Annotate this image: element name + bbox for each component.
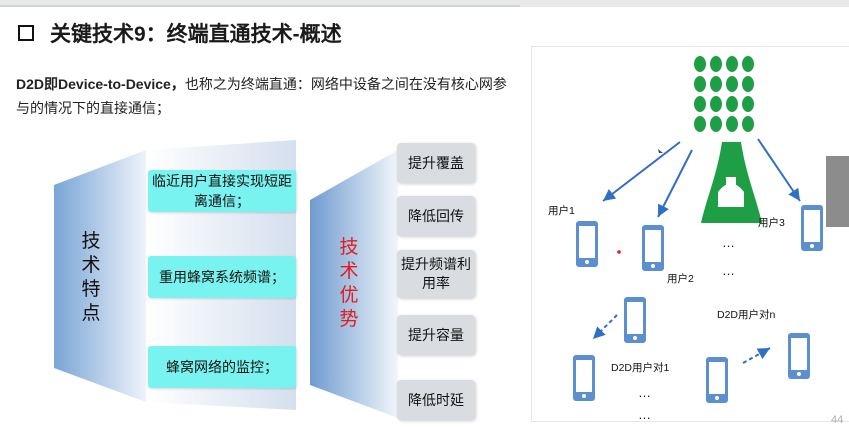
slide-title-text: 关键技术9：终端直通技术-概述: [50, 23, 342, 46]
tower-icon: [694, 56, 762, 223]
advantage-item: 提升容量: [397, 315, 475, 355]
page-number: 44: [831, 414, 844, 426]
pairn-label: D2D用户对n: [717, 309, 776, 321]
side-scroll-handle[interactable]: [826, 156, 849, 227]
advantages-label: 技术优势: [339, 237, 359, 330]
phone-icon: [576, 221, 598, 267]
intro-text: 也称之为终端直通：网络中设备之间在没有核心网参与的情况下的直接通信；: [16, 76, 507, 116]
user2-label: 用户2: [667, 273, 694, 285]
slide-title: 关键技术9：终端直通技术-概述: [18, 18, 342, 48]
phone-icon: [624, 297, 646, 343]
advantage-item: 提升覆盖: [397, 143, 475, 183]
user3-label: 用户3: [758, 217, 785, 229]
advantage-item: 提升频谱利用率: [397, 250, 475, 298]
cursor-icon: [658, 149, 663, 153]
ellipsis: …: [722, 235, 736, 250]
intro-bold: D2D即Device-to-Device，: [16, 76, 185, 92]
features-label: 技术特点: [81, 231, 101, 324]
phone-icon: [573, 355, 595, 401]
phone-icon: [788, 333, 810, 379]
d2d-arrow: [592, 314, 618, 340]
link-arrow: [757, 138, 801, 202]
top-bar-line: [0, 5, 520, 7]
marker-dot: [617, 250, 621, 254]
ellipsis: …: [722, 263, 736, 278]
ellipsis: …: [638, 407, 652, 422]
top-bar: [0, 0, 849, 7]
phone-icon: [801, 205, 823, 251]
intro-paragraph: D2D即Device-to-Device，也称之为终端直通：网络中设备之间在没有…: [16, 72, 516, 120]
link-arrow: [602, 141, 681, 202]
d2d-diagram: 用户1 用户2 用户3 D2D用户对1 D2D用户对n … … … …: [531, 46, 849, 422]
advantage-item: 降低回传: [397, 196, 475, 236]
link-arrow: [657, 149, 693, 218]
phone-icon: [642, 225, 664, 271]
phone-icon: [706, 357, 728, 403]
advantage-item: 降低时延: [397, 380, 475, 420]
ellipsis: …: [638, 385, 652, 400]
pair1-label: D2D用户对1: [611, 362, 670, 374]
feature-item: 蜂窝网络的监控；: [148, 346, 296, 388]
user1-label: 用户1: [548, 205, 575, 217]
d2d-arrow: [742, 347, 771, 364]
d2d-diagram-graphic: [573, 56, 823, 403]
square-bullet-icon: [18, 25, 34, 41]
feature-item: 临近用户直接实现短距离通信；: [148, 170, 296, 212]
feature-item: 重用蜂窝系统频谱；: [148, 256, 296, 298]
